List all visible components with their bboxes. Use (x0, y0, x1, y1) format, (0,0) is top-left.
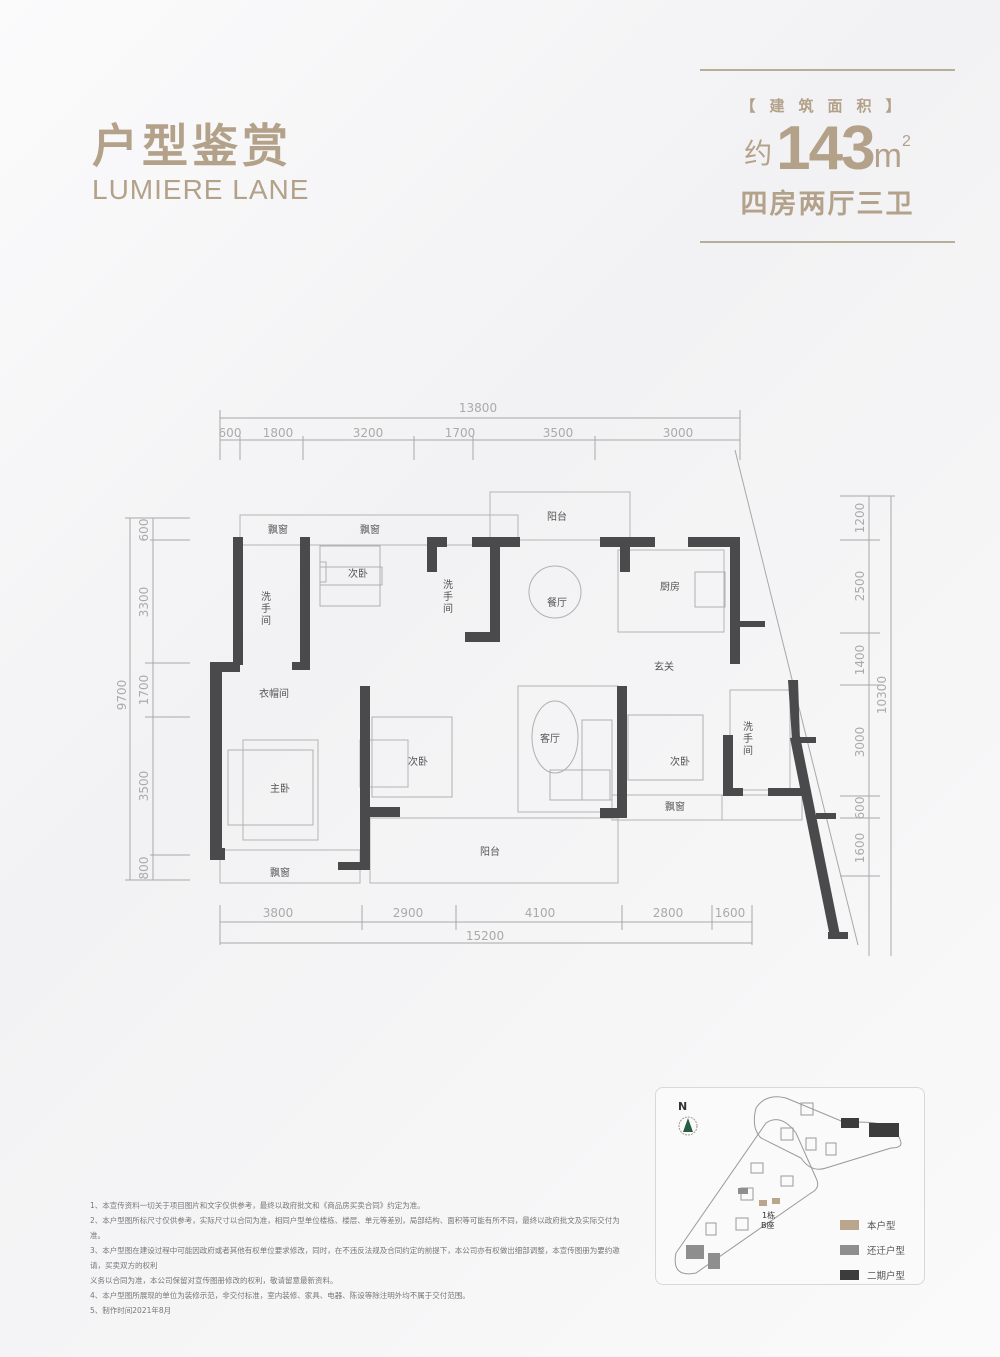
svg-text:手: 手 (743, 732, 753, 745)
svg-text:3000: 3000 (663, 426, 694, 440)
svg-text:次卧: 次卧 (348, 567, 368, 580)
site-map: 1栋 B座 (655, 1087, 925, 1285)
svg-text:阳台: 阳台 (480, 845, 500, 858)
svg-text:客厅: 客厅 (540, 732, 560, 745)
svg-text:间: 间 (743, 744, 753, 757)
svg-text:10300: 10300 (875, 676, 889, 714)
svg-text:3500: 3500 (137, 771, 151, 802)
svg-text:3000: 3000 (853, 727, 867, 758)
svg-text:次卧: 次卧 (408, 755, 428, 768)
svg-text:800: 800 (137, 857, 151, 880)
svg-text:飘窗: 飘窗 (360, 523, 380, 536)
svg-text:飘窗: 飘窗 (665, 800, 685, 813)
svg-text:3300: 3300 (137, 587, 151, 618)
svg-text:餐厅: 餐厅 (547, 596, 567, 609)
svg-text:1栋: 1栋 (762, 1210, 775, 1220)
svg-text:3200: 3200 (353, 426, 384, 440)
note-item: 5、制作时间2021年8月 (90, 1306, 172, 1315)
svg-text:1700: 1700 (445, 426, 476, 440)
svg-text:13800: 13800 (459, 401, 497, 415)
svg-text:次卧: 次卧 (670, 755, 690, 768)
svg-text:9700: 9700 (115, 680, 129, 711)
svg-text:阳台: 阳台 (547, 510, 567, 523)
page-subtitle: LUMIERE LANE (92, 174, 310, 205)
svg-text:1400: 1400 (853, 645, 867, 676)
svg-text:600: 600 (137, 519, 151, 542)
svg-text:洗: 洗 (443, 579, 453, 591)
svg-text:1600: 1600 (853, 833, 867, 864)
site-map-legend: 本户型 还迁户型 二期户型 (840, 1218, 905, 1293)
disclaimer-notes: 1、本宣传资料一切关于项目图片和文字仅供参考，最终以政府批文和《商品房买卖合同》… (90, 1198, 630, 1318)
svg-text:手: 手 (261, 602, 271, 615)
north-indicator: N (678, 1100, 688, 1113)
note-item: 1、本宣传资料一切关于项目图片和文字仅供参考，最终以政府批文和《商品房买卖合同》… (90, 1201, 425, 1210)
note-item: 3、本户型图在建设过程中可能因政府或者其他有权单位要求修改，同时，在不违反法规及… (90, 1246, 620, 1270)
svg-text:3500: 3500 (543, 426, 574, 440)
legend-swatch-relocation (840, 1245, 859, 1255)
floor-plan: 13800 600 1800 3200 1700 3500 3000 3800 2900 4… (115, 401, 895, 956)
svg-text:手: 手 (443, 590, 453, 603)
svg-text:洗: 洗 (261, 591, 271, 603)
svg-text:2900: 2900 (393, 906, 424, 920)
note-item: 义务以合同为准，本公司保留对宣传图册修改的权利，敬请留意最新资料。 (90, 1276, 338, 1285)
legend-swatch-current (840, 1220, 859, 1230)
site-map-drawing: 1栋 B座 (674, 1096, 902, 1275)
svg-text:1200: 1200 (853, 503, 867, 534)
svg-text:600: 600 (219, 426, 242, 440)
note-item: 4、本户型图所展现的单位为装修示范，非交付标准，室内装修、家具、电器、陈设等除注… (90, 1291, 470, 1300)
svg-text:1700: 1700 (137, 675, 151, 706)
layout-type: 四房两厅三卫 (740, 189, 915, 220)
page-title: 户型鉴赏 (92, 119, 292, 173)
area-unit: m2 (873, 133, 911, 175)
svg-text:2500: 2500 (853, 571, 867, 602)
svg-text:飘窗: 飘窗 (270, 866, 290, 879)
svg-text:主卧: 主卧 (270, 782, 290, 795)
legend-item: 二期户型 (840, 1268, 905, 1282)
svg-text:1800: 1800 (263, 426, 294, 440)
area-value: 143 (776, 114, 875, 183)
area-prefix: 约 (744, 137, 773, 170)
svg-text:600: 600 (853, 797, 867, 820)
area-info-box: 【建筑面积】 约 143 m2 四房两厅三卫 (700, 69, 955, 243)
legend-item: 本户型 (840, 1218, 905, 1232)
note-item: 2、本户型图所标尺寸仅供参考，实际尺寸以合同为准，相同户型单位楼栋、楼层、单元等… (90, 1216, 620, 1240)
svg-text:2800: 2800 (653, 906, 684, 920)
svg-text:间: 间 (443, 602, 453, 615)
svg-text:玄关: 玄关 (654, 660, 674, 673)
svg-text:3800: 3800 (263, 906, 294, 920)
svg-text:1600: 1600 (715, 906, 746, 920)
svg-text:15200: 15200 (466, 929, 504, 943)
area-label: 【建筑面积】 (740, 97, 915, 115)
svg-text:衣帽间: 衣帽间 (259, 687, 289, 700)
area-value-line: 约 143 m2 (700, 118, 955, 180)
svg-text:4100: 4100 (525, 906, 556, 920)
legend-swatch-phase2 (840, 1270, 859, 1280)
legend-item: 还迁户型 (840, 1243, 905, 1257)
svg-text:B座: B座 (761, 1220, 775, 1230)
svg-text:飘窗: 飘窗 (268, 523, 288, 536)
svg-text:厨房: 厨房 (660, 580, 680, 593)
svg-text:间: 间 (261, 614, 271, 627)
svg-text:洗: 洗 (743, 721, 753, 733)
